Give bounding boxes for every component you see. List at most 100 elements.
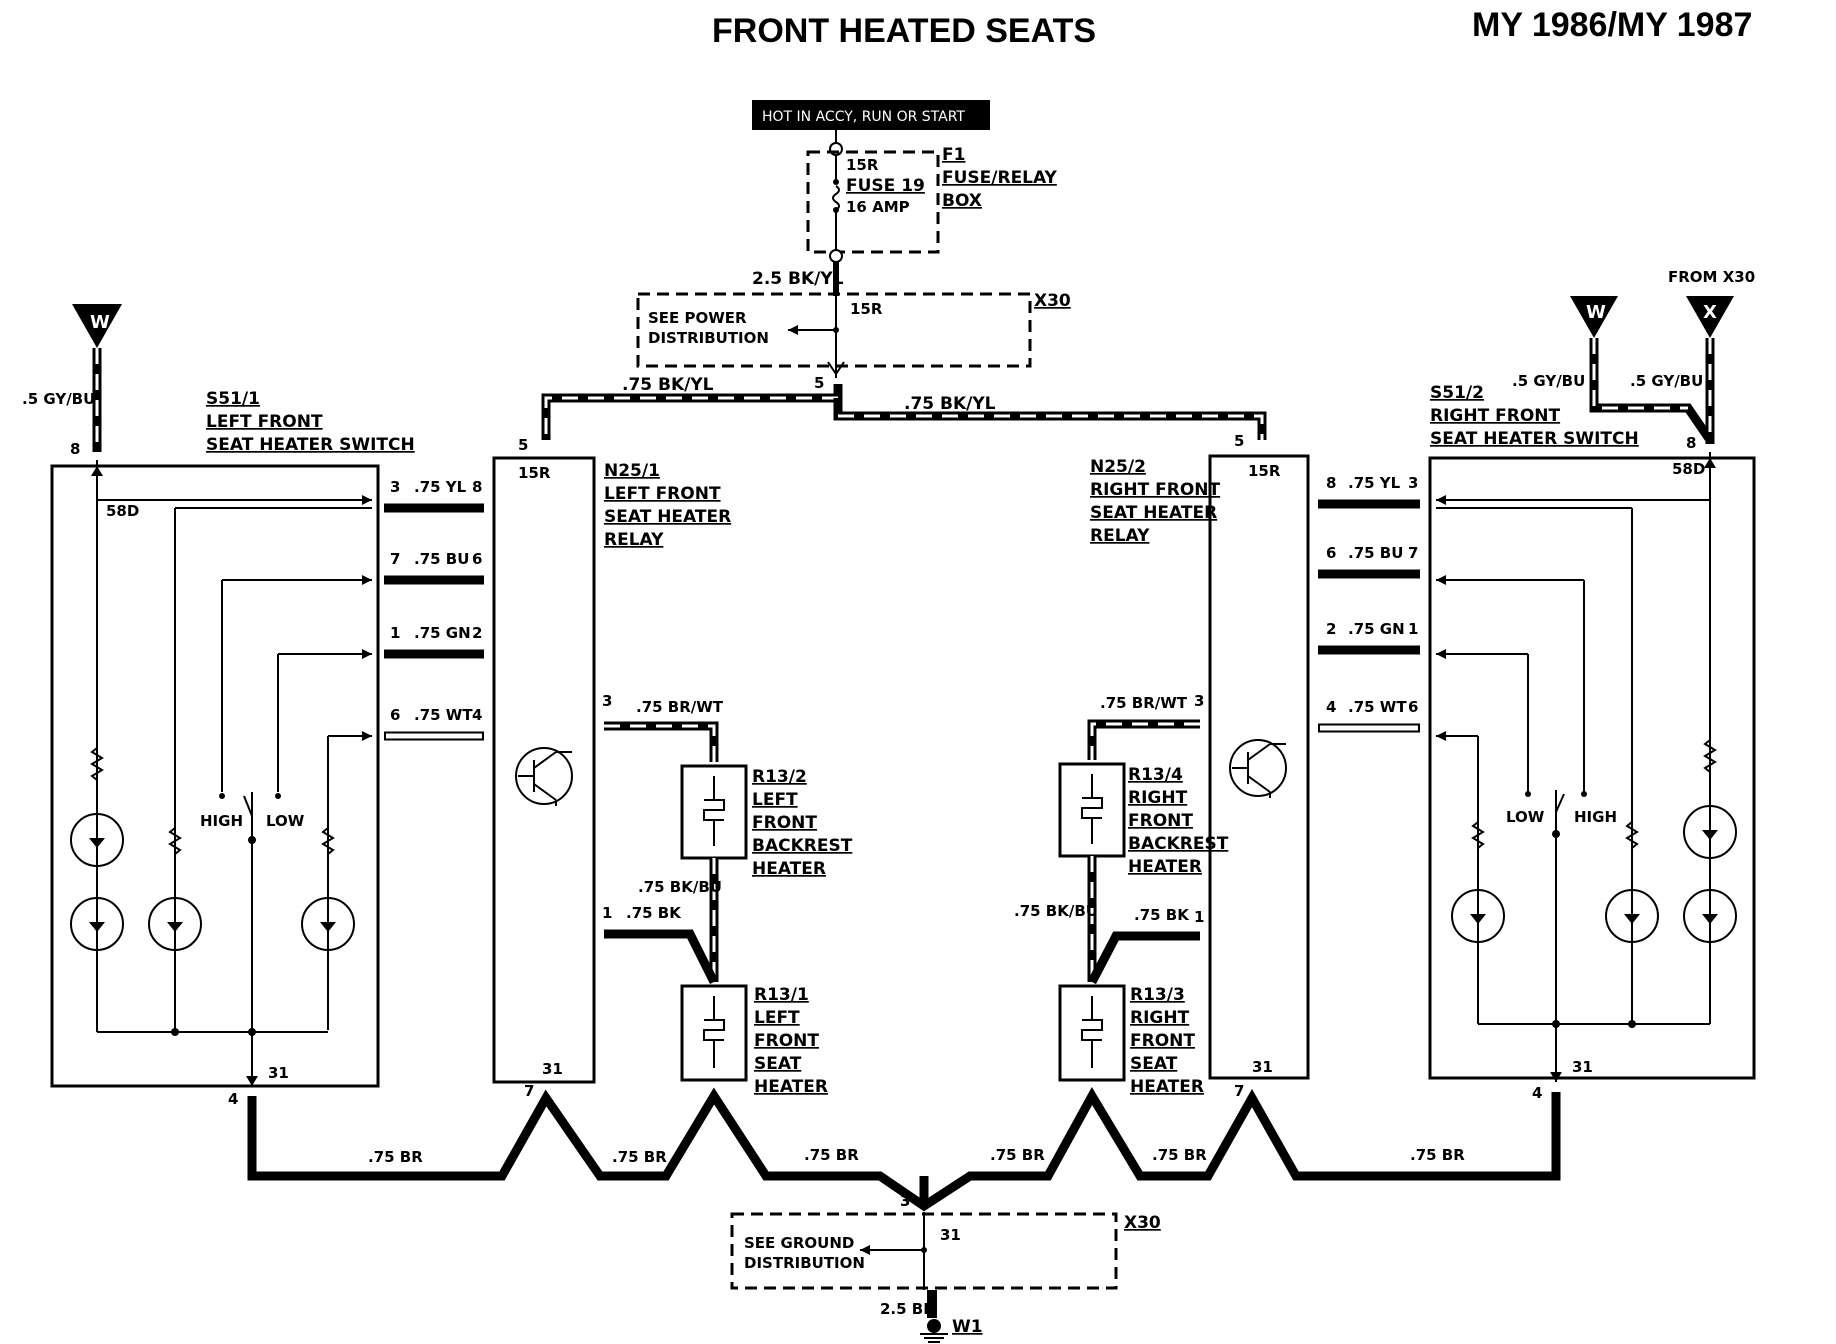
feed-wire-right-label: .75 BK/YL xyxy=(904,394,996,414)
svg-text:.75 WT: .75 WT xyxy=(414,706,473,724)
left-switch-line1: LEFT FRONT xyxy=(206,412,323,432)
power-dist-ref: X30 xyxy=(1034,291,1071,311)
r13-1-l4: HEATER xyxy=(754,1077,828,1097)
svg-text:.75 BU: .75 BU xyxy=(414,550,469,568)
ground-bus-wire xyxy=(247,1086,1561,1212)
from-x30-label: FROM X30 xyxy=(1668,268,1755,286)
fuse-ref: F1 xyxy=(942,145,965,165)
right-bk-label: .75 BK xyxy=(1134,906,1190,924)
left-high-label: HIGH xyxy=(200,812,243,830)
right-high-resistor xyxy=(1471,821,1485,849)
left-switch-box xyxy=(50,464,380,1088)
left-lamp-icon-3 xyxy=(148,897,202,951)
svg-text:.75 WT: .75 WT xyxy=(1348,698,1407,716)
svg-text:2: 2 xyxy=(1326,620,1336,638)
ground-wire-4: .75 BR xyxy=(990,1146,1045,1164)
ground-ref: W1 xyxy=(952,1317,983,1337)
right-lamp-icon-2 xyxy=(1683,889,1737,943)
svg-text:3: 3 xyxy=(390,478,400,496)
left-relay-line3: RELAY xyxy=(604,530,664,550)
left-high-resistor xyxy=(321,827,335,855)
right-feed-wire-1: .5 GY/BU xyxy=(1512,372,1585,390)
right-gnd-pin-out: 4 xyxy=(1532,1084,1542,1102)
r13-3-ref: R13/3 xyxy=(1130,985,1185,1005)
fuse-bottom-terminal xyxy=(829,249,843,263)
svg-text:.75 YL: .75 YL xyxy=(414,478,467,496)
right-feed-wire-2: .5 GY/BU xyxy=(1630,372,1703,390)
svg-text:.75 YL: .75 YL xyxy=(1348,474,1401,492)
left-gnd-pin-in: 31 xyxy=(268,1064,289,1082)
left-seat-heater-box xyxy=(680,984,748,1082)
right-seat-heater-element xyxy=(1081,996,1103,1068)
right-relay-31: 31 xyxy=(1252,1058,1273,1076)
ground-out-wire: 2.5 BR xyxy=(880,1300,935,1318)
right-relay-15r: 15R xyxy=(1248,462,1281,480)
right-backrest-heater-element xyxy=(1081,774,1103,844)
feed-wire-right xyxy=(833,398,1267,440)
right-relay-pin1: 1 xyxy=(1194,908,1204,926)
right-relay-line1: RIGHT FRONT xyxy=(1090,480,1220,500)
right-x-connector-label: X xyxy=(1703,302,1717,323)
power-out-pin: 5 xyxy=(814,374,824,392)
svg-text:7: 7 xyxy=(1408,544,1418,562)
right-w-connector xyxy=(1570,296,1618,338)
right-low-label: LOW xyxy=(1506,808,1545,826)
right-feed-pin: 8 xyxy=(1686,434,1696,452)
svg-text:3: 3 xyxy=(1408,474,1418,492)
power-dist-line2: DISTRIBUTION xyxy=(648,329,769,347)
svg-text:.75 BU: .75 BU xyxy=(1348,544,1403,562)
right-high-label: HIGH xyxy=(1574,808,1617,826)
fuse-box-line2: BOX xyxy=(942,191,982,211)
left-switch-ref: S51/1 xyxy=(206,389,260,409)
right-relay-transistor-icon xyxy=(1229,739,1287,798)
left-relay-ref: N25/1 xyxy=(604,461,660,481)
r13-4-l2: FRONT xyxy=(1128,811,1193,831)
left-lamp-icon-1 xyxy=(70,813,124,867)
left-relay-pin7: 7 xyxy=(524,1082,534,1100)
fuse-rating: 16 AMP xyxy=(846,198,910,216)
fuse-box-outline xyxy=(806,150,940,254)
right-link-1: 8 .75 YL 3 xyxy=(1318,474,1420,509)
power-dist-pin: 15R xyxy=(850,300,883,318)
r13-2-l3: BACKREST xyxy=(752,836,853,856)
right-low-resistor xyxy=(1625,821,1639,849)
right-x-connector xyxy=(1686,296,1734,338)
svg-text:1: 1 xyxy=(1408,620,1418,638)
power-in-wire: 2.5 BK/YL xyxy=(752,269,844,289)
svg-text:6: 6 xyxy=(390,706,400,724)
right-gnd-pin-in: 31 xyxy=(1572,1058,1593,1076)
right-link-3: 2 .75 GN 1 xyxy=(1318,620,1420,655)
ground-icon xyxy=(920,1319,948,1343)
left-gnd-pin-out: 4 xyxy=(228,1090,238,1108)
left-brwt-wire xyxy=(604,721,719,762)
right-relay-ref: N25/2 xyxy=(1090,457,1146,477)
left-relay-pin3: 3 xyxy=(602,692,612,710)
left-lamp-icon-4 xyxy=(301,897,355,951)
svg-text:6: 6 xyxy=(1326,544,1336,562)
left-backrest-heater-element xyxy=(703,776,725,846)
svg-text:2: 2 xyxy=(472,624,482,642)
right-relay-line2: SEAT HEATER xyxy=(1090,503,1217,523)
right-lamp-icon-4 xyxy=(1451,889,1505,943)
left-relay-pin5: 5 xyxy=(518,436,528,454)
power-dist-box xyxy=(636,292,1032,368)
left-relay-pin1: 1 xyxy=(602,904,612,922)
r13-2-l4: HEATER xyxy=(752,859,826,879)
r13-3-l4: HEATER xyxy=(1130,1077,1204,1097)
r13-2-l2: FRONT xyxy=(752,813,817,833)
left-w-connector xyxy=(72,304,122,348)
left-bk-wire xyxy=(604,929,719,985)
right-relay-line3: RELAY xyxy=(1090,526,1150,546)
right-link-4: 4 .75 WT 6 xyxy=(1318,698,1420,733)
ground-dist-ref: X30 xyxy=(1124,1213,1161,1233)
right-relay-pin3: 3 xyxy=(1194,692,1204,710)
left-lamp-resistor xyxy=(90,747,104,781)
right-link-2: 6 .75 BU 7 xyxy=(1318,544,1420,579)
right-brwt-label: .75 BR/WT xyxy=(1100,694,1188,712)
left-brwt-label: .75 BR/WT xyxy=(636,698,724,716)
ground-wire-2: .75 BR xyxy=(612,1148,667,1166)
svg-text:1: 1 xyxy=(390,624,400,642)
r13-1-l2: FRONT xyxy=(754,1031,819,1051)
left-link-2: 7 .75 BU 6 xyxy=(384,550,484,585)
